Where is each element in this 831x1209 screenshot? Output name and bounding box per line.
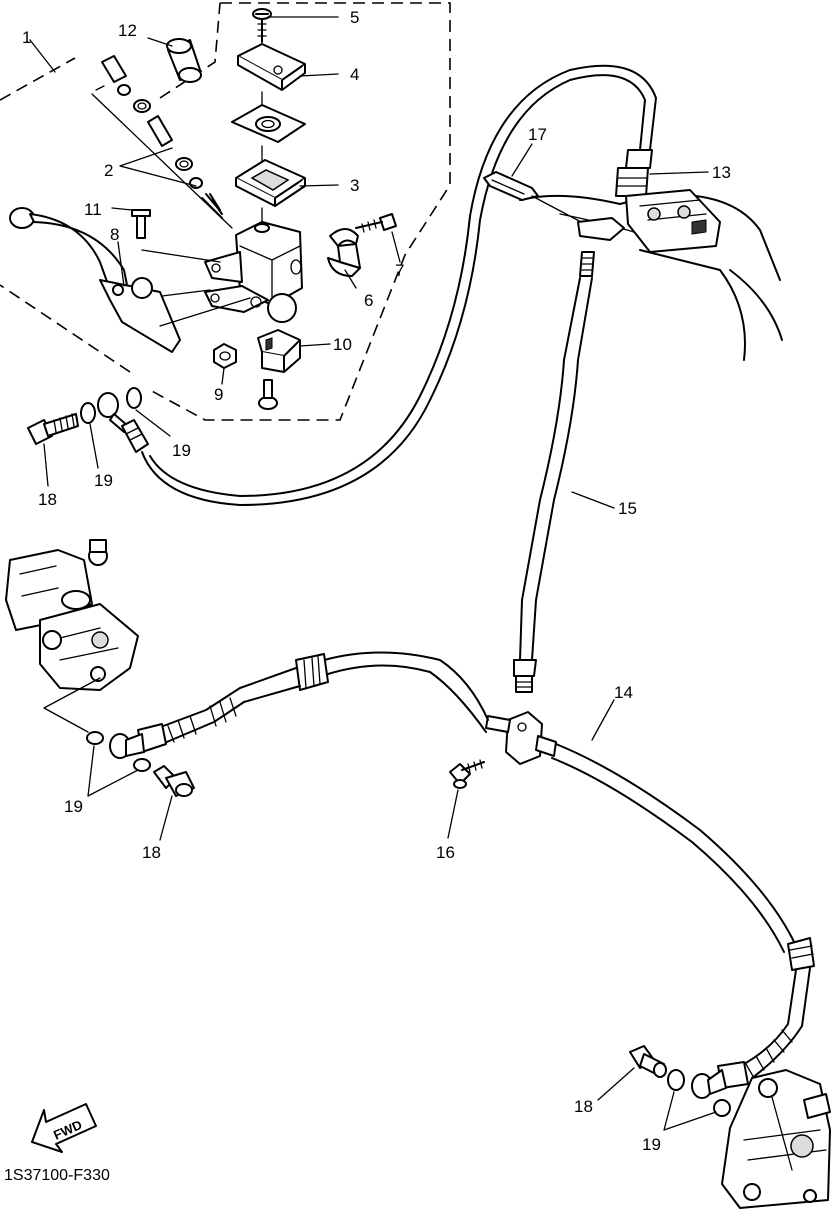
callout-3: 3 xyxy=(350,176,359,195)
joint-bolt xyxy=(449,759,485,789)
forward-direction-arrow: FWD xyxy=(31,1103,97,1153)
lower-left-hose xyxy=(137,651,489,753)
callout-8: 8 xyxy=(110,225,119,244)
holder-bolt xyxy=(355,213,397,233)
callout-4: 4 xyxy=(350,65,359,84)
master-cylinder-group-outline xyxy=(0,2,451,421)
clamp-bracket xyxy=(577,217,625,241)
right-hose-banjo xyxy=(691,1069,727,1099)
reservoir-cap xyxy=(237,43,306,91)
three-way-joint xyxy=(485,711,557,765)
left-banjo-bolt xyxy=(153,765,195,797)
callout-7: 7 xyxy=(395,261,404,280)
upper-hose-fitting xyxy=(121,419,149,453)
piston-kit-bracket xyxy=(91,85,233,229)
callout-10: 10 xyxy=(333,335,352,354)
hose-clamp xyxy=(483,171,539,201)
piston-kit xyxy=(101,55,223,219)
switch-bolt xyxy=(258,379,278,410)
callout-18-upper: 18 xyxy=(38,490,57,509)
brake-pipe xyxy=(513,251,595,693)
callout-19-upper-left: 19 xyxy=(94,471,113,490)
callout-18-left: 18 xyxy=(142,843,161,862)
diagram-code: 1S37100-F330 xyxy=(4,1167,110,1184)
right-crush-washer-top xyxy=(667,1069,685,1091)
left-crush-washer-top xyxy=(86,731,104,745)
upper-brake-hose xyxy=(141,74,646,506)
callout-15: 15 xyxy=(618,499,637,518)
handlebar-holder xyxy=(327,228,361,277)
reservoir-screw xyxy=(252,8,272,43)
lower-right-hose xyxy=(551,743,815,1089)
left-caliper xyxy=(5,539,139,691)
callout-17: 17 xyxy=(528,125,547,144)
brake-light-switch xyxy=(257,329,301,373)
callout-11: 11 xyxy=(84,200,102,219)
diaphragm xyxy=(235,159,306,207)
left-hose-banjo xyxy=(109,733,145,759)
lever-pivot-bolt xyxy=(131,209,151,239)
right-crush-washer-bottom xyxy=(713,1099,731,1117)
callout-1: 1 xyxy=(22,28,31,47)
left-crush-washer-bottom xyxy=(133,758,151,772)
callout-13: 13 xyxy=(712,163,731,182)
master-cylinder-body xyxy=(204,221,303,323)
brake-hose-joint xyxy=(625,189,721,253)
callout-9: 9 xyxy=(214,385,223,404)
callout-6: 6 xyxy=(364,291,373,310)
callout-19-upper-right: 19 xyxy=(172,441,191,460)
callout-19-left: 19 xyxy=(64,797,83,816)
dust-boot xyxy=(166,38,202,83)
callout-2: 2 xyxy=(104,161,113,180)
diaphragm-plate xyxy=(231,104,306,143)
upper-crush-washer-left xyxy=(80,402,96,424)
right-banjo-bolt xyxy=(629,1045,667,1078)
callout-16: 16 xyxy=(436,843,455,862)
callout-5: 5 xyxy=(350,8,359,27)
lock-nut xyxy=(213,343,237,369)
hose-fitting-13 xyxy=(615,149,653,197)
upper-crush-washer-right xyxy=(126,387,142,409)
brake-lever xyxy=(9,207,181,353)
callout-18-right: 18 xyxy=(574,1097,593,1116)
callout-12: 12 xyxy=(118,21,137,40)
upper-banjo-bolt xyxy=(27,413,79,445)
leader-lines xyxy=(29,16,717,1131)
callout-19-right: 19 xyxy=(642,1135,661,1154)
callout-14: 14 xyxy=(614,683,633,702)
right-caliper xyxy=(721,1069,831,1209)
